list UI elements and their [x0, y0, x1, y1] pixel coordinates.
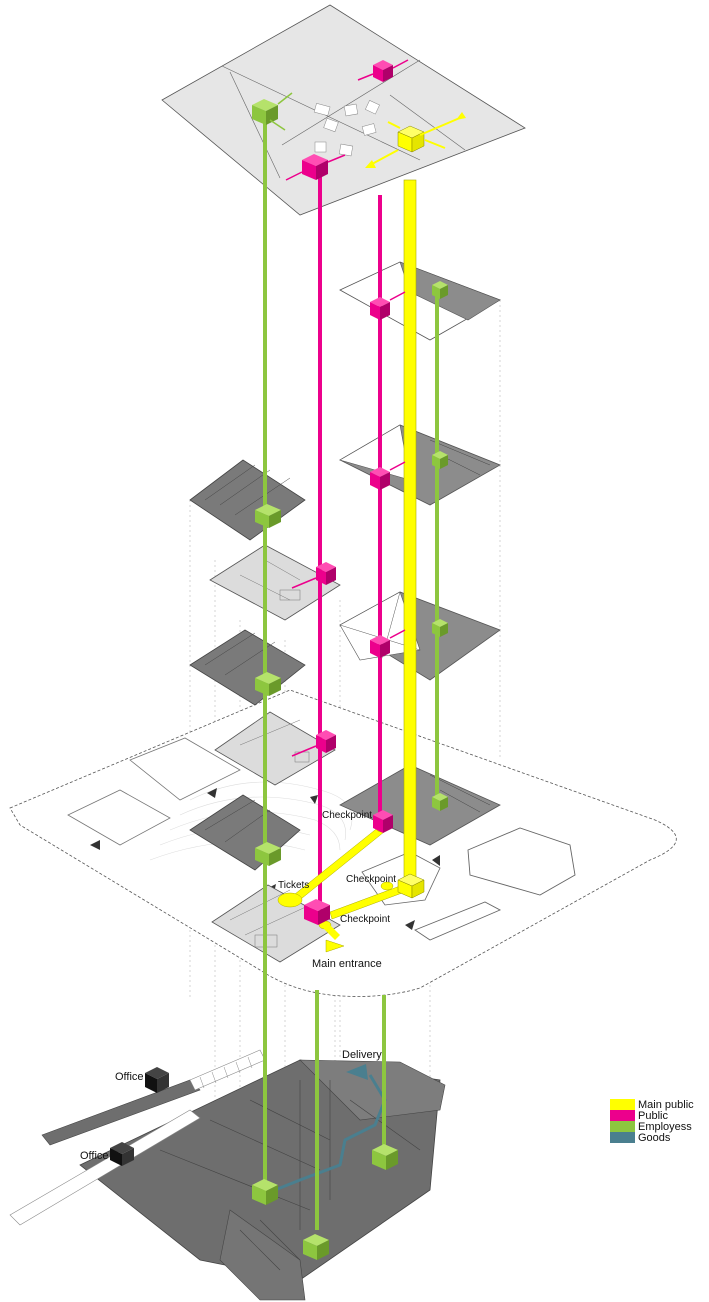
legend-item-main-public: Main public: [610, 1099, 694, 1111]
labels: Checkpoint Checkpoint Checkpoint Tickets…: [80, 810, 396, 1162]
employee-cube-l1: [255, 504, 281, 528]
employee-cube-roof: [252, 92, 293, 131]
public-cube-r3: [370, 629, 406, 658]
legend-item-public: Public: [610, 1110, 668, 1122]
public-cube-r2: [370, 461, 406, 490]
shafts: [263, 115, 439, 1230]
delivery-triangle: [346, 1064, 368, 1080]
public-cube-l2: [291, 730, 336, 757]
public-cubes: [285, 59, 409, 925]
public-cube-r1: [370, 291, 406, 320]
legend-item-employees: Employess: [610, 1121, 692, 1133]
main-entrance-label: Main entrance: [312, 958, 382, 970]
employee-shaft-3: [315, 990, 319, 1230]
main-public-shaft: [403, 179, 417, 881]
checkpoint-label-mid: Checkpoint: [346, 874, 396, 885]
public-cube-ground: [304, 899, 330, 925]
svg-text:Goods: Goods: [638, 1132, 671, 1144]
basement-level: [9, 1049, 446, 1301]
legend: Main public Public Employess Goods: [610, 1099, 694, 1144]
svg-text:Employess: Employess: [638, 1121, 692, 1133]
office-label-upper: Office: [115, 1071, 144, 1083]
main-public-cube-ground: [397, 873, 425, 899]
svg-text:Public: Public: [638, 1110, 668, 1122]
public-cube-roof-a: [357, 59, 409, 82]
employee-shaft-4: [382, 995, 386, 1150]
svg-text:Main public: Main public: [638, 1099, 694, 1111]
main-entrance-arrow: [325, 939, 345, 953]
employee-shaft-1: [263, 115, 267, 1195]
employee-cube-r4: [432, 793, 448, 811]
legend-item-goods: Goods: [610, 1132, 671, 1144]
ground-site-plan: [9, 689, 677, 997]
employee-cube-r2: [432, 451, 448, 469]
employee-cubes: [252, 92, 448, 1260]
public-shaft-1: [318, 170, 322, 910]
employee-shaft-2: [435, 290, 439, 800]
employee-cube-r1: [432, 281, 448, 299]
public-shaft-2: [378, 195, 382, 815]
office-box-upper: [145, 1067, 169, 1093]
office-box-lower: [110, 1142, 134, 1166]
public-cube-roof-b: [285, 154, 346, 181]
delivery-label: Delivery: [342, 1049, 382, 1061]
employee-cube-l3: [255, 842, 281, 866]
employee-cube-b2: [372, 1144, 398, 1170]
office-label-lower: Office: [80, 1150, 109, 1162]
tickets-label: Tickets: [278, 880, 309, 891]
checkpoint-label-lower: Checkpoint: [340, 914, 390, 925]
public-cube-r4: [373, 810, 393, 833]
employee-cube-r3: [432, 619, 448, 637]
public-cube-l1: [291, 562, 336, 589]
checkpoint-label-upper: Checkpoint: [322, 810, 372, 821]
employee-cube-b1: [252, 1179, 278, 1205]
employee-cube-b3: [303, 1234, 329, 1260]
main-public-cube-roof: [365, 112, 466, 168]
employee-cube-l2: [255, 672, 281, 696]
roof-slab: [161, 4, 526, 216]
